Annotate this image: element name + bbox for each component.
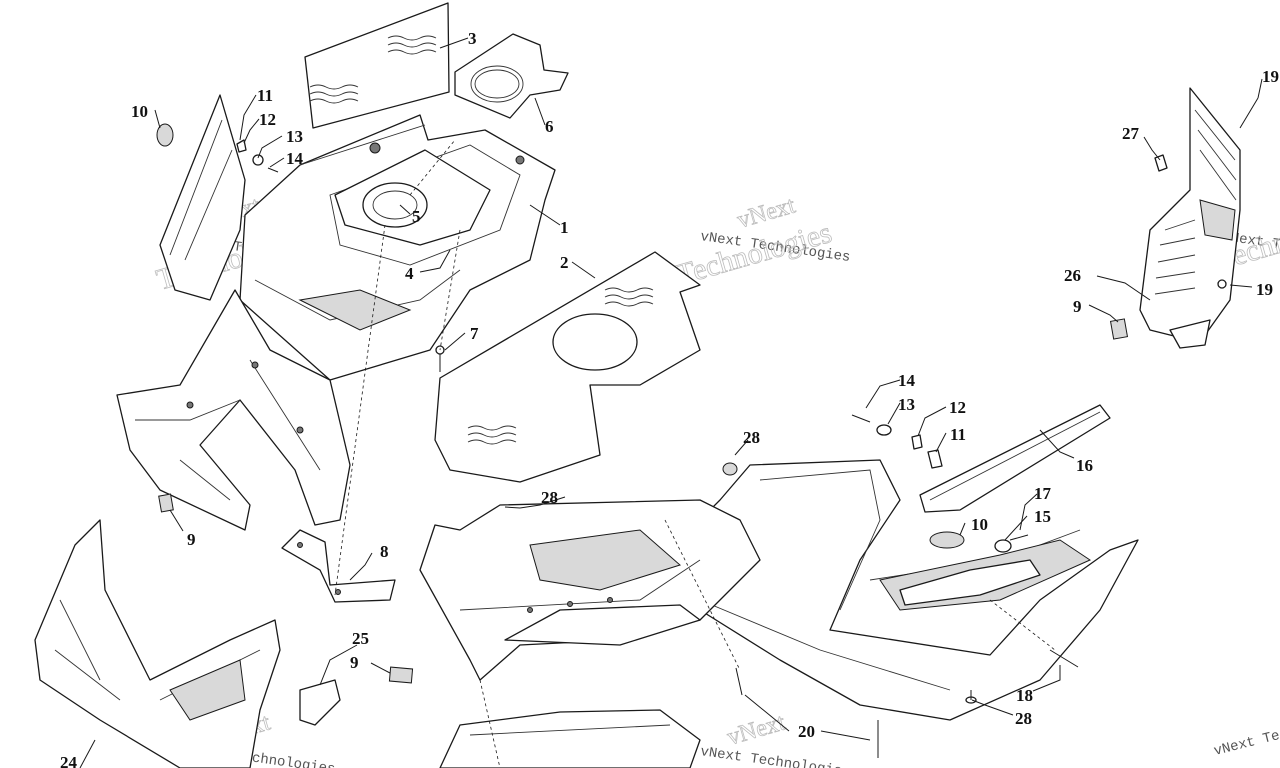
callout-7: 7 (470, 324, 479, 343)
callout-24: 24 (60, 753, 78, 768)
fastener-17 (994, 539, 1012, 553)
part-3-decal (304, 2, 450, 129)
part-6-gasket (454, 33, 569, 119)
bottom-partial-panel (439, 709, 701, 768)
lower-frame (116, 289, 351, 531)
fastener-18 (1049, 649, 1079, 668)
callout-20: 20 (798, 722, 815, 741)
part-8-bracket (281, 529, 396, 603)
assembly-lines (334, 139, 1056, 768)
washer-13 (876, 424, 892, 436)
part-2-mat (434, 251, 701, 483)
callout-9: 9 (187, 530, 196, 549)
nut-28 (722, 462, 738, 476)
callout-3: 3 (468, 29, 477, 48)
callout-28: 28 (743, 428, 760, 447)
part-25-decal (299, 679, 341, 726)
callout-16: 16 (1076, 456, 1093, 475)
callout-19: 19 (1256, 280, 1273, 299)
callout-6: 6 (545, 117, 554, 136)
callout-15: 15 (1034, 507, 1051, 526)
center-bottom-panel (419, 499, 761, 681)
callout-4: 4 (405, 264, 414, 283)
clip-9 (158, 493, 174, 513)
callout-12: 12 (259, 110, 276, 129)
callout-8: 8 (380, 542, 389, 561)
callout-14: 14 (286, 149, 304, 168)
grommet-10 (929, 531, 965, 549)
callout-5: 5 (412, 207, 421, 226)
callout-14: 14 (898, 371, 916, 390)
callout-13: 13 (898, 395, 915, 414)
left-side-panel (156, 94, 246, 301)
callout-17: 17 (1034, 484, 1052, 503)
callout-12: 12 (949, 398, 966, 417)
screw-19 (1217, 279, 1227, 289)
callout-13: 13 (286, 127, 303, 146)
lower-left-nose (34, 519, 281, 768)
callout-11: 11 (257, 86, 273, 105)
watermark-outline: vNext (724, 710, 788, 751)
watermark-text: vNext Technologies (1212, 708, 1280, 760)
rivet-20 (735, 667, 743, 696)
callout-18: 18 (1016, 686, 1033, 705)
screw-19 (1239, 97, 1259, 129)
callout-10: 10 (971, 515, 988, 534)
callout-9: 9 (1073, 297, 1082, 316)
clip-27 (1154, 154, 1168, 172)
callout-11: 11 (950, 425, 966, 444)
nut-11 (927, 449, 943, 469)
callout-28: 28 (541, 488, 558, 507)
callout-9: 9 (350, 653, 359, 672)
leader-lines (79, 37, 1263, 768)
callout-27: 27 (1122, 124, 1140, 143)
screw-14 (851, 414, 871, 423)
clip-12 (911, 434, 923, 450)
screw-28 (504, 506, 521, 509)
screw-14 (267, 167, 279, 173)
callout-2: 2 (560, 253, 569, 272)
clip-12 (236, 139, 247, 153)
callout-25: 25 (352, 629, 369, 648)
callout-26: 26 (1064, 266, 1081, 285)
right-upper-assembly (1139, 87, 1241, 349)
washer-13 (252, 154, 264, 166)
fasteners (158, 97, 1259, 758)
watermark-text: vNext Technologies (699, 744, 851, 768)
callout-19: 19 (1262, 67, 1279, 86)
callout-1: 1 (560, 218, 569, 237)
clip-9 (388, 666, 414, 684)
clip-9 (1109, 318, 1129, 340)
part-16-trim (919, 404, 1111, 513)
callout-28: 28 (1015, 709, 1032, 728)
right-side-panel (659, 459, 1139, 721)
callout-10: 10 (131, 102, 148, 121)
callouts: 3 6 1 2 4 5 7 8 9 9 9 10 10 11 11 12 12 … (60, 29, 1279, 768)
